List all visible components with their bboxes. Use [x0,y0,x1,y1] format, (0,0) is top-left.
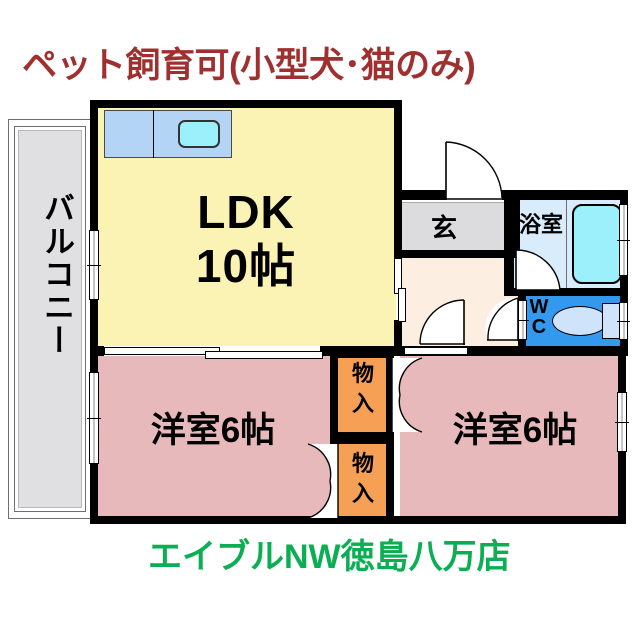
closet-lower-fill [338,444,388,520]
door-bathroom[interactable] [514,249,562,292]
wall-genkan-bottom [394,250,518,258]
wall-ldk-top [90,100,402,108]
sliding-door-ldk-corridor-panel2[interactable] [398,288,406,322]
ldk-label-line1: LDK [197,186,295,238]
genkan-label: 玄 [430,213,457,243]
window-ldk-balcony [87,230,101,300]
window-bedroomR-right [615,392,629,452]
washitsu-right-label: 洋室6帖 [452,411,578,450]
wall-bath-left [504,190,514,296]
balcony-label: バルコニー [39,192,74,357]
door-genkan[interactable] [440,138,503,200]
window-bedroomL-balcony [87,372,101,464]
bathtub [572,204,622,284]
wall-bedroomL-left-lower [90,464,98,524]
door-closet-lower[interactable] [306,443,339,519]
wall-bath-top [504,190,628,200]
toilet-label-c: C [531,316,547,338]
kitchen-sink [178,120,220,148]
window-center-tick [87,418,101,419]
wall-closet-divider [330,432,392,444]
window-center-tick [87,265,101,266]
closet-upper-label-line1: 物 [351,361,374,386]
wall-wc-right-upper [620,288,628,302]
wall-corridor-right [512,190,520,256]
wall-bedroomL-left-upper [90,346,98,372]
wall-bath-right-lower [620,276,628,298]
wall-ldk-left-lower [90,300,98,352]
closet-lower-label-line1: 物 [351,451,374,476]
wall-entrance-top [394,190,448,200]
toilet-label-w: W [529,296,549,318]
door-toilet[interactable] [485,297,520,342]
wall-bath-right-upper [620,190,628,204]
sliding-door-ldk-bedroomL-panel1[interactable] [104,347,220,355]
genkan-fill [398,202,512,256]
toilet-bowl [552,306,608,336]
window-center-tick [617,321,630,322]
wall-bedroomL-bottom [90,516,390,524]
wall-closet-right [386,346,394,524]
wall-bedroomR-right-lower [618,452,626,524]
wall-closet-bottom [330,516,394,524]
washitsu-right-fill [400,356,618,518]
wall-wc-bottom [518,346,628,356]
window-bathroom [617,204,630,276]
window-center-tick [615,422,629,423]
door-closet-upper[interactable] [391,357,424,433]
washitsu-left-label: 洋室6帖 [150,411,276,450]
wall-closet-top [330,346,394,358]
closet-upper-label-line2: 入 [351,391,374,416]
wall-bath-bottom [504,288,628,296]
wall-ldk-right [394,100,402,258]
agency-footer: エイブルNW徳島八万店 [148,538,511,576]
window-center-tick [617,240,630,241]
window-toilet [617,302,630,340]
closet-upper-fill [338,358,388,434]
sliding-door-bedroomR-top[interactable] [404,347,468,355]
wall-bedroomR-right-upper [618,346,626,392]
kitchen-counter-divider [153,110,154,158]
door-bedroomL[interactable] [418,298,466,346]
wall-ldk-right-lower [394,320,402,352]
washitsu-left-fill [96,356,330,518]
pet-policy-header: ペット飼育可(小型犬･猫のみ) [22,46,476,85]
sliding-door-ldk-bedroomL-panel2[interactable] [205,351,323,359]
closet-lower-label-line2: 入 [351,481,374,506]
wall-ldk-left-upper [90,100,98,230]
bathroom-divider [566,198,567,290]
balcony-floor [18,130,82,508]
window-center-tick [516,320,529,321]
wall-bedroomR-bottom [386,516,626,524]
bathroom-label: 浴室 [518,212,563,237]
ldk-label-line2: 10帖 [195,240,297,292]
